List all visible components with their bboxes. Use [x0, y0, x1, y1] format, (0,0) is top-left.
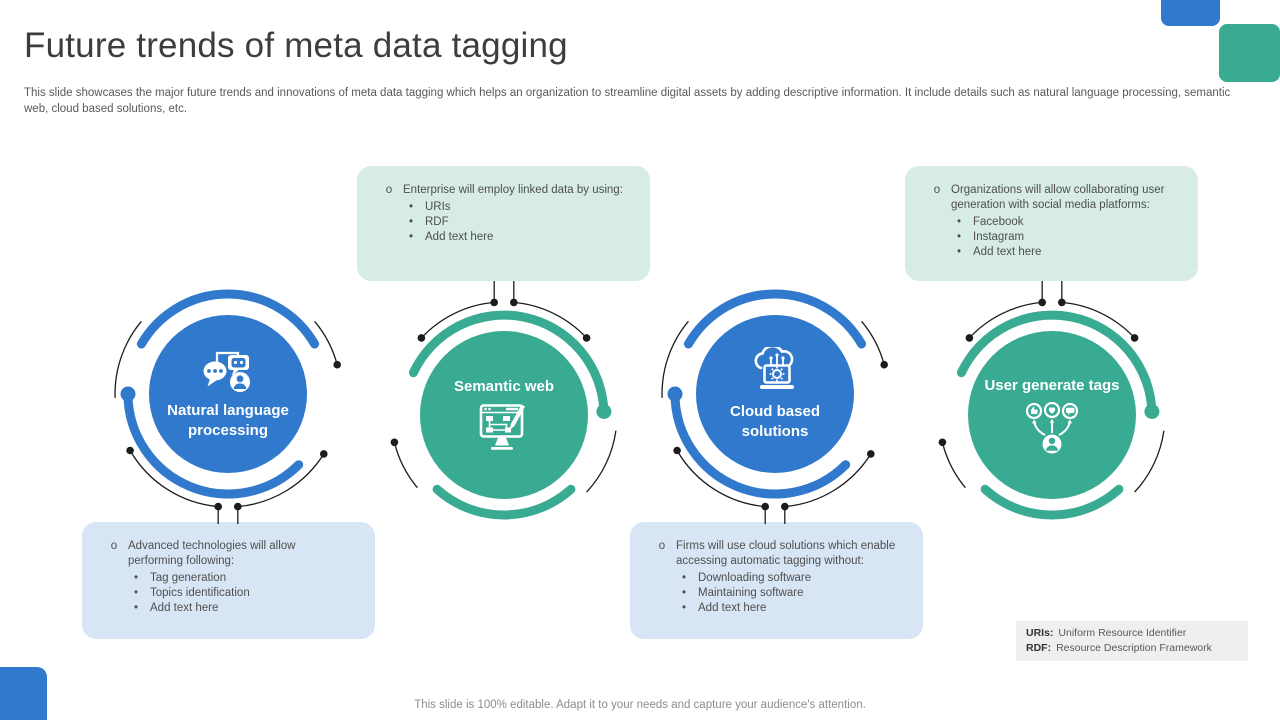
semantic-web-monitor-icon — [479, 404, 525, 450]
decorative-ring — [661, 289, 888, 524]
callout-lead-text: Enterprise will employ linked data by us… — [403, 184, 623, 196]
callout-cloud-based-solutions: o Firms will use cloud solutions which e… — [630, 522, 923, 639]
callout-natural-language-processing: o Advanced technologies will allow perfo… — [82, 522, 375, 639]
list-item: • Add text here — [953, 245, 1172, 260]
list-item: • Facebook — [953, 215, 1172, 230]
trend-label: Semantic web — [453, 377, 555, 395]
list-item: • Downloading software — [678, 571, 897, 586]
trend-disc: Cloud based solutions — [696, 315, 854, 473]
bullet-marker: • — [956, 215, 962, 228]
trend-circle-user-generate-tags: User generate tags — [932, 275, 1172, 535]
cloud-computing-icon — [754, 347, 794, 390]
bullet-marker: • — [408, 200, 414, 213]
bullet-marker: • — [408, 215, 414, 228]
callout-bullet: Instagram — [973, 230, 1025, 243]
trend-circle-natural-language-processing: Natural language processing — [108, 274, 348, 534]
list-item: • Add text here — [405, 230, 624, 245]
legend-definition: Uniform Resource Identifier — [1058, 627, 1187, 639]
list-item: • Topics identification — [130, 586, 349, 601]
callout-bullet: Tag generation — [150, 571, 227, 584]
callout-lead-text: Organizations will allow collaborating u… — [951, 184, 1165, 211]
list-item: • URIs — [405, 200, 624, 215]
trend-label: User generate tags — [984, 376, 1120, 394]
trend-circle-cloud-based-solutions: Cloud based solutions — [655, 274, 895, 534]
list-item: • Tag generation — [130, 571, 349, 586]
bullet-marker: • — [681, 586, 687, 599]
chatbot-nlp-icon — [203, 352, 250, 393]
bullet-marker: o — [933, 184, 941, 196]
bullet-marker: • — [956, 245, 962, 258]
legend-row: URIs: Uniform Resource Identifier — [1026, 626, 1238, 641]
callout-bullet: Add text here — [698, 601, 767, 614]
trend-label: Cloud based solutions — [729, 403, 820, 440]
trend-disc: User generate tags — [968, 331, 1136, 499]
callout-bullet: Add text here — [973, 245, 1042, 258]
footer-note: This slide is 100% editable. Adapt it to… — [414, 699, 866, 711]
legend-row: RDF: Resource Description Framework — [1026, 641, 1238, 656]
trend-label: Natural language processing — [167, 402, 289, 439]
bullet-marker: o — [658, 540, 666, 552]
callout-user-generate-tags: o Organizations will allow collaborating… — [905, 166, 1198, 281]
list-item: • Maintaining software — [678, 586, 897, 601]
callout-bullet: Add text here — [425, 230, 494, 243]
legend-term: URIs: — [1026, 627, 1054, 639]
callout-lead-text: Advanced technologies will allow perform… — [128, 540, 296, 567]
decorative-ring — [390, 281, 617, 520]
callout-bullet: URIs — [425, 200, 451, 213]
legend-definition: Resource Description Framework — [1056, 642, 1212, 655]
decorative-ring — [114, 289, 341, 524]
callout-bullet: Maintaining software — [698, 586, 804, 599]
corner-decoration-blue-bottom — [0, 667, 47, 720]
list-item: • RDF — [405, 215, 624, 230]
list-item: • Add text here — [678, 601, 897, 616]
corner-decoration-blue-top — [1161, 0, 1220, 26]
legend-box: URIs: Uniform Resource Identifier RDF: Res… — [1016, 621, 1248, 662]
bullet-marker: • — [408, 230, 414, 243]
bullet-marker: • — [956, 230, 962, 243]
bullet-marker: o — [110, 540, 118, 552]
callout-lead-text: Firms will use cloud solutions which ena… — [676, 540, 896, 567]
trend-disc: Semantic web — [420, 331, 588, 499]
bullet-marker: • — [681, 571, 687, 584]
trend-disc: Natural language processing — [149, 315, 307, 473]
callout-bullet: Facebook — [973, 215, 1024, 228]
bullet-marker: • — [133, 586, 139, 599]
list-item: • Add text here — [130, 601, 349, 616]
callout-bullet: Downloading software — [698, 571, 812, 584]
trend-circle-semantic-web: Semantic web — [384, 275, 624, 535]
legend-term: RDF: — [1026, 642, 1052, 655]
bullet-marker: • — [133, 571, 139, 584]
bullet-marker: o — [385, 184, 393, 196]
corner-decoration-teal-top — [1219, 24, 1280, 82]
callout-bullet: Topics identification — [150, 586, 250, 599]
bullet-marker: • — [681, 601, 687, 614]
user-generated-tags-icon — [1025, 402, 1079, 454]
list-item: • Instagram — [953, 230, 1172, 245]
callout-semantic-web: o Enterprise will employ linked data by … — [357, 166, 650, 281]
callout-bullet: RDF — [425, 215, 449, 228]
callout-bullet: Add text here — [150, 601, 219, 614]
bullet-marker: • — [133, 601, 139, 614]
slide-description: This slide showcases the major future tr… — [24, 87, 1231, 115]
decorative-ring — [938, 281, 1165, 520]
page-title: Future trends of meta data tagging — [24, 26, 568, 65]
